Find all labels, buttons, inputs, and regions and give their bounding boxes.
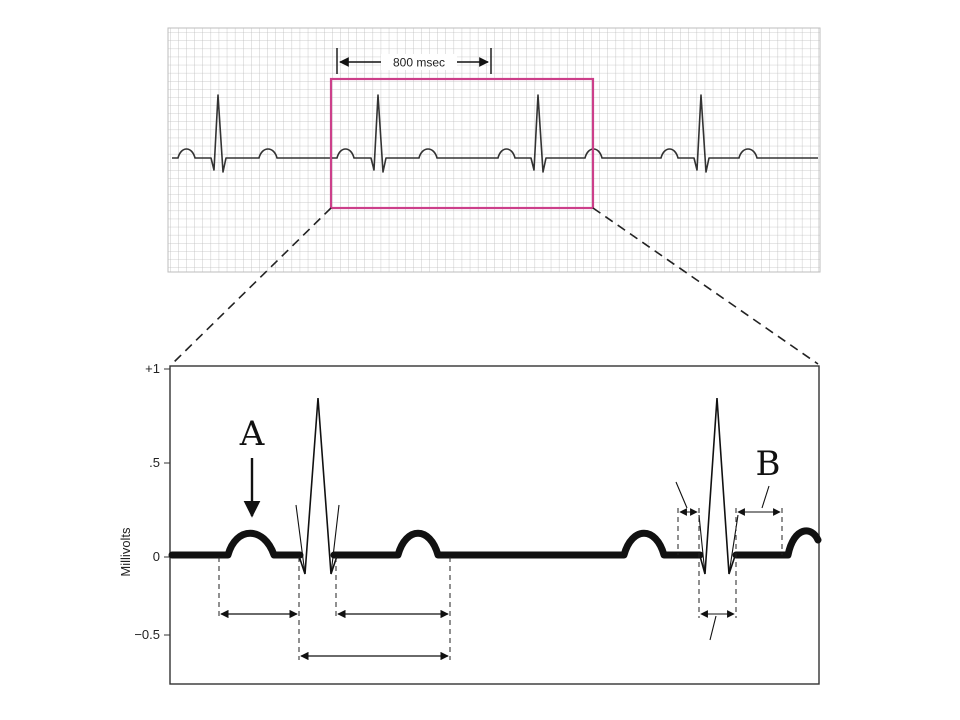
callout-b-label: B — [756, 444, 781, 484]
y-tick-half: .5 — [149, 455, 160, 470]
zoom-line-right — [592, 207, 819, 365]
zoom-line-left — [171, 207, 332, 365]
qrs-complex-2 — [699, 397, 736, 575]
strip-ecg-trace — [172, 94, 818, 173]
rhythm-strip: 800 msec — [167, 27, 821, 273]
detail-panel: +1 .5 0 −0.5 Millivolts — [118, 361, 822, 685]
interval-label: 800 msec — [393, 56, 445, 70]
interval-bracket: 800 msec — [336, 48, 492, 74]
qrs-complex-2-envelope — [698, 514, 739, 575]
qrs-complex-1 — [298, 397, 338, 575]
qrs-duration-leader — [709, 615, 717, 641]
y-tick-plus-one: +1 — [145, 361, 160, 376]
interval-guides-beat-2 — [675, 481, 783, 641]
qrs-complex-1-envelope — [295, 504, 340, 575]
callout-a-label: A — [239, 414, 265, 454]
y-tick-minus-half: −0.5 — [134, 627, 160, 642]
interval-guides-beat-1 — [218, 557, 451, 661]
y-axis-title: Millivolts — [118, 527, 133, 577]
detail-frame — [169, 365, 820, 685]
highlight-box — [329, 77, 595, 210]
interval-label-backdrop — [381, 54, 457, 70]
detail-baseline-trace — [168, 527, 822, 559]
pr-segment-leader — [675, 481, 688, 509]
st-segment-leader — [761, 485, 770, 509]
y-tick-zero: 0 — [153, 549, 160, 564]
ecg-grid-paper — [167, 27, 821, 273]
